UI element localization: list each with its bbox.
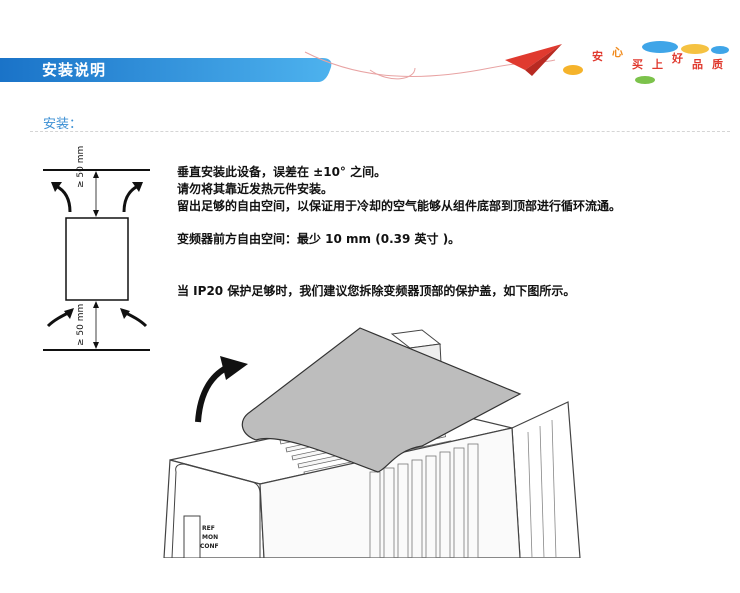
- airflow-arrow-icon: [46, 308, 74, 328]
- clearance-top-label: ≥ 50 mm: [76, 145, 86, 188]
- clearance-bottom-label: ≥ 50 mm: [76, 303, 86, 346]
- paper-plane-decoration: [304, 41, 729, 84]
- panel-label: CONF: [200, 543, 219, 550]
- instruction-line: 变频器前方自由空间：最少 10 mm (0.39 英寸 )。: [177, 232, 461, 246]
- instruction-line: 垂直安装此设备，误差在 ±10° 之间。: [177, 165, 387, 179]
- slogan-char: 品: [692, 58, 703, 71]
- header-banner: [0, 58, 332, 82]
- slogan-char: 买: [632, 58, 643, 71]
- panel-label: MON: [202, 534, 219, 541]
- airflow-arrow-icon: [120, 308, 148, 328]
- instruction-line: 请勿将其靠近发热元件安装。: [177, 182, 334, 196]
- panel-label: REF: [202, 525, 215, 532]
- slogan-char: 上: [652, 58, 663, 71]
- slogan-char: 好: [672, 52, 683, 65]
- slogan-char: 质: [712, 58, 723, 71]
- paper-plane-icon: [505, 44, 562, 76]
- section-label: 安装：: [43, 117, 83, 132]
- page-title: 安装说明: [42, 61, 107, 79]
- instruction-line: 当 IP20 保护足够时，我们建议您拆除变频器顶部的保护盖，如下图所示。: [177, 284, 576, 298]
- instruction-line: 留出足够的自由空间，以保证用于冷却的空气能够从组件底部到顶部进行循环流通。: [177, 199, 622, 213]
- airflow-arrow-icon: [51, 182, 72, 213]
- clearance-diagram: [43, 169, 150, 351]
- divider: [30, 131, 730, 132]
- cover-removal-illustration: [163, 327, 581, 558]
- slogan-char: 心: [612, 46, 623, 59]
- slogan-char: 安: [592, 50, 603, 63]
- airflow-arrow-icon: [122, 182, 143, 213]
- lift-arrow-icon: [195, 356, 248, 423]
